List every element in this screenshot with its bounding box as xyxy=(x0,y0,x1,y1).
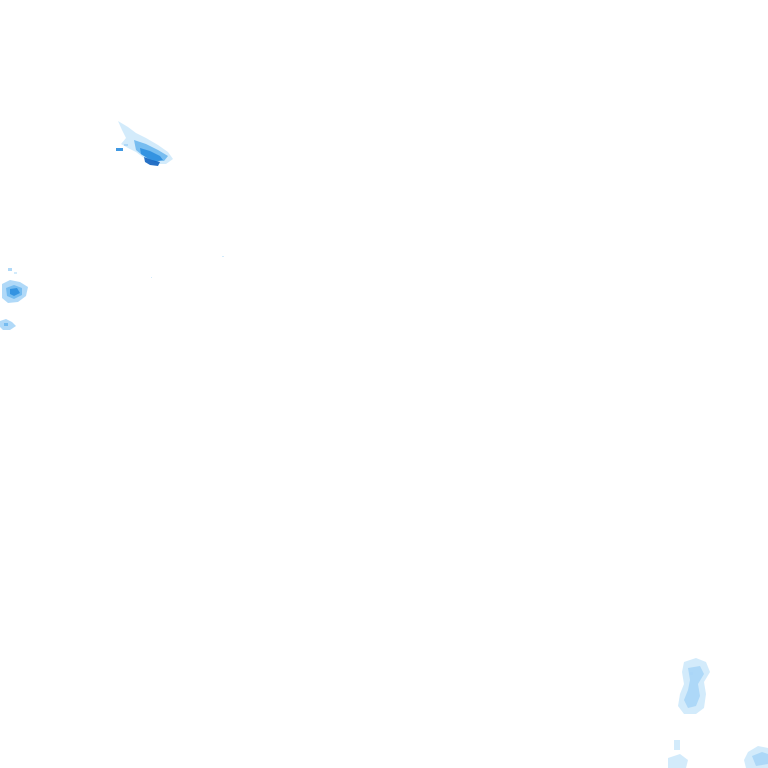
precip-echo-light xyxy=(668,754,688,768)
precip-echo-light-mid xyxy=(684,666,704,708)
precip-echo-speck xyxy=(151,277,152,278)
precip-echo-speck xyxy=(116,148,123,151)
precip-cell-west xyxy=(0,268,28,330)
precip-echo-speck xyxy=(8,268,12,271)
precip-cell-southeast xyxy=(668,658,768,768)
precip-echo-speck xyxy=(124,144,128,146)
precip-echo-speck xyxy=(222,256,224,257)
precip-echo-intense xyxy=(144,157,160,166)
precip-echo-speck xyxy=(674,740,680,750)
precip-echo-speck xyxy=(4,323,8,326)
precip-cell-northwest xyxy=(116,121,173,166)
precip-echo-strong xyxy=(10,288,20,296)
precip-echo-strong xyxy=(140,148,163,162)
precip-echo-speck xyxy=(14,272,17,274)
precip-echo-light-mid xyxy=(752,752,768,766)
precip-echo-speck xyxy=(690,672,693,675)
